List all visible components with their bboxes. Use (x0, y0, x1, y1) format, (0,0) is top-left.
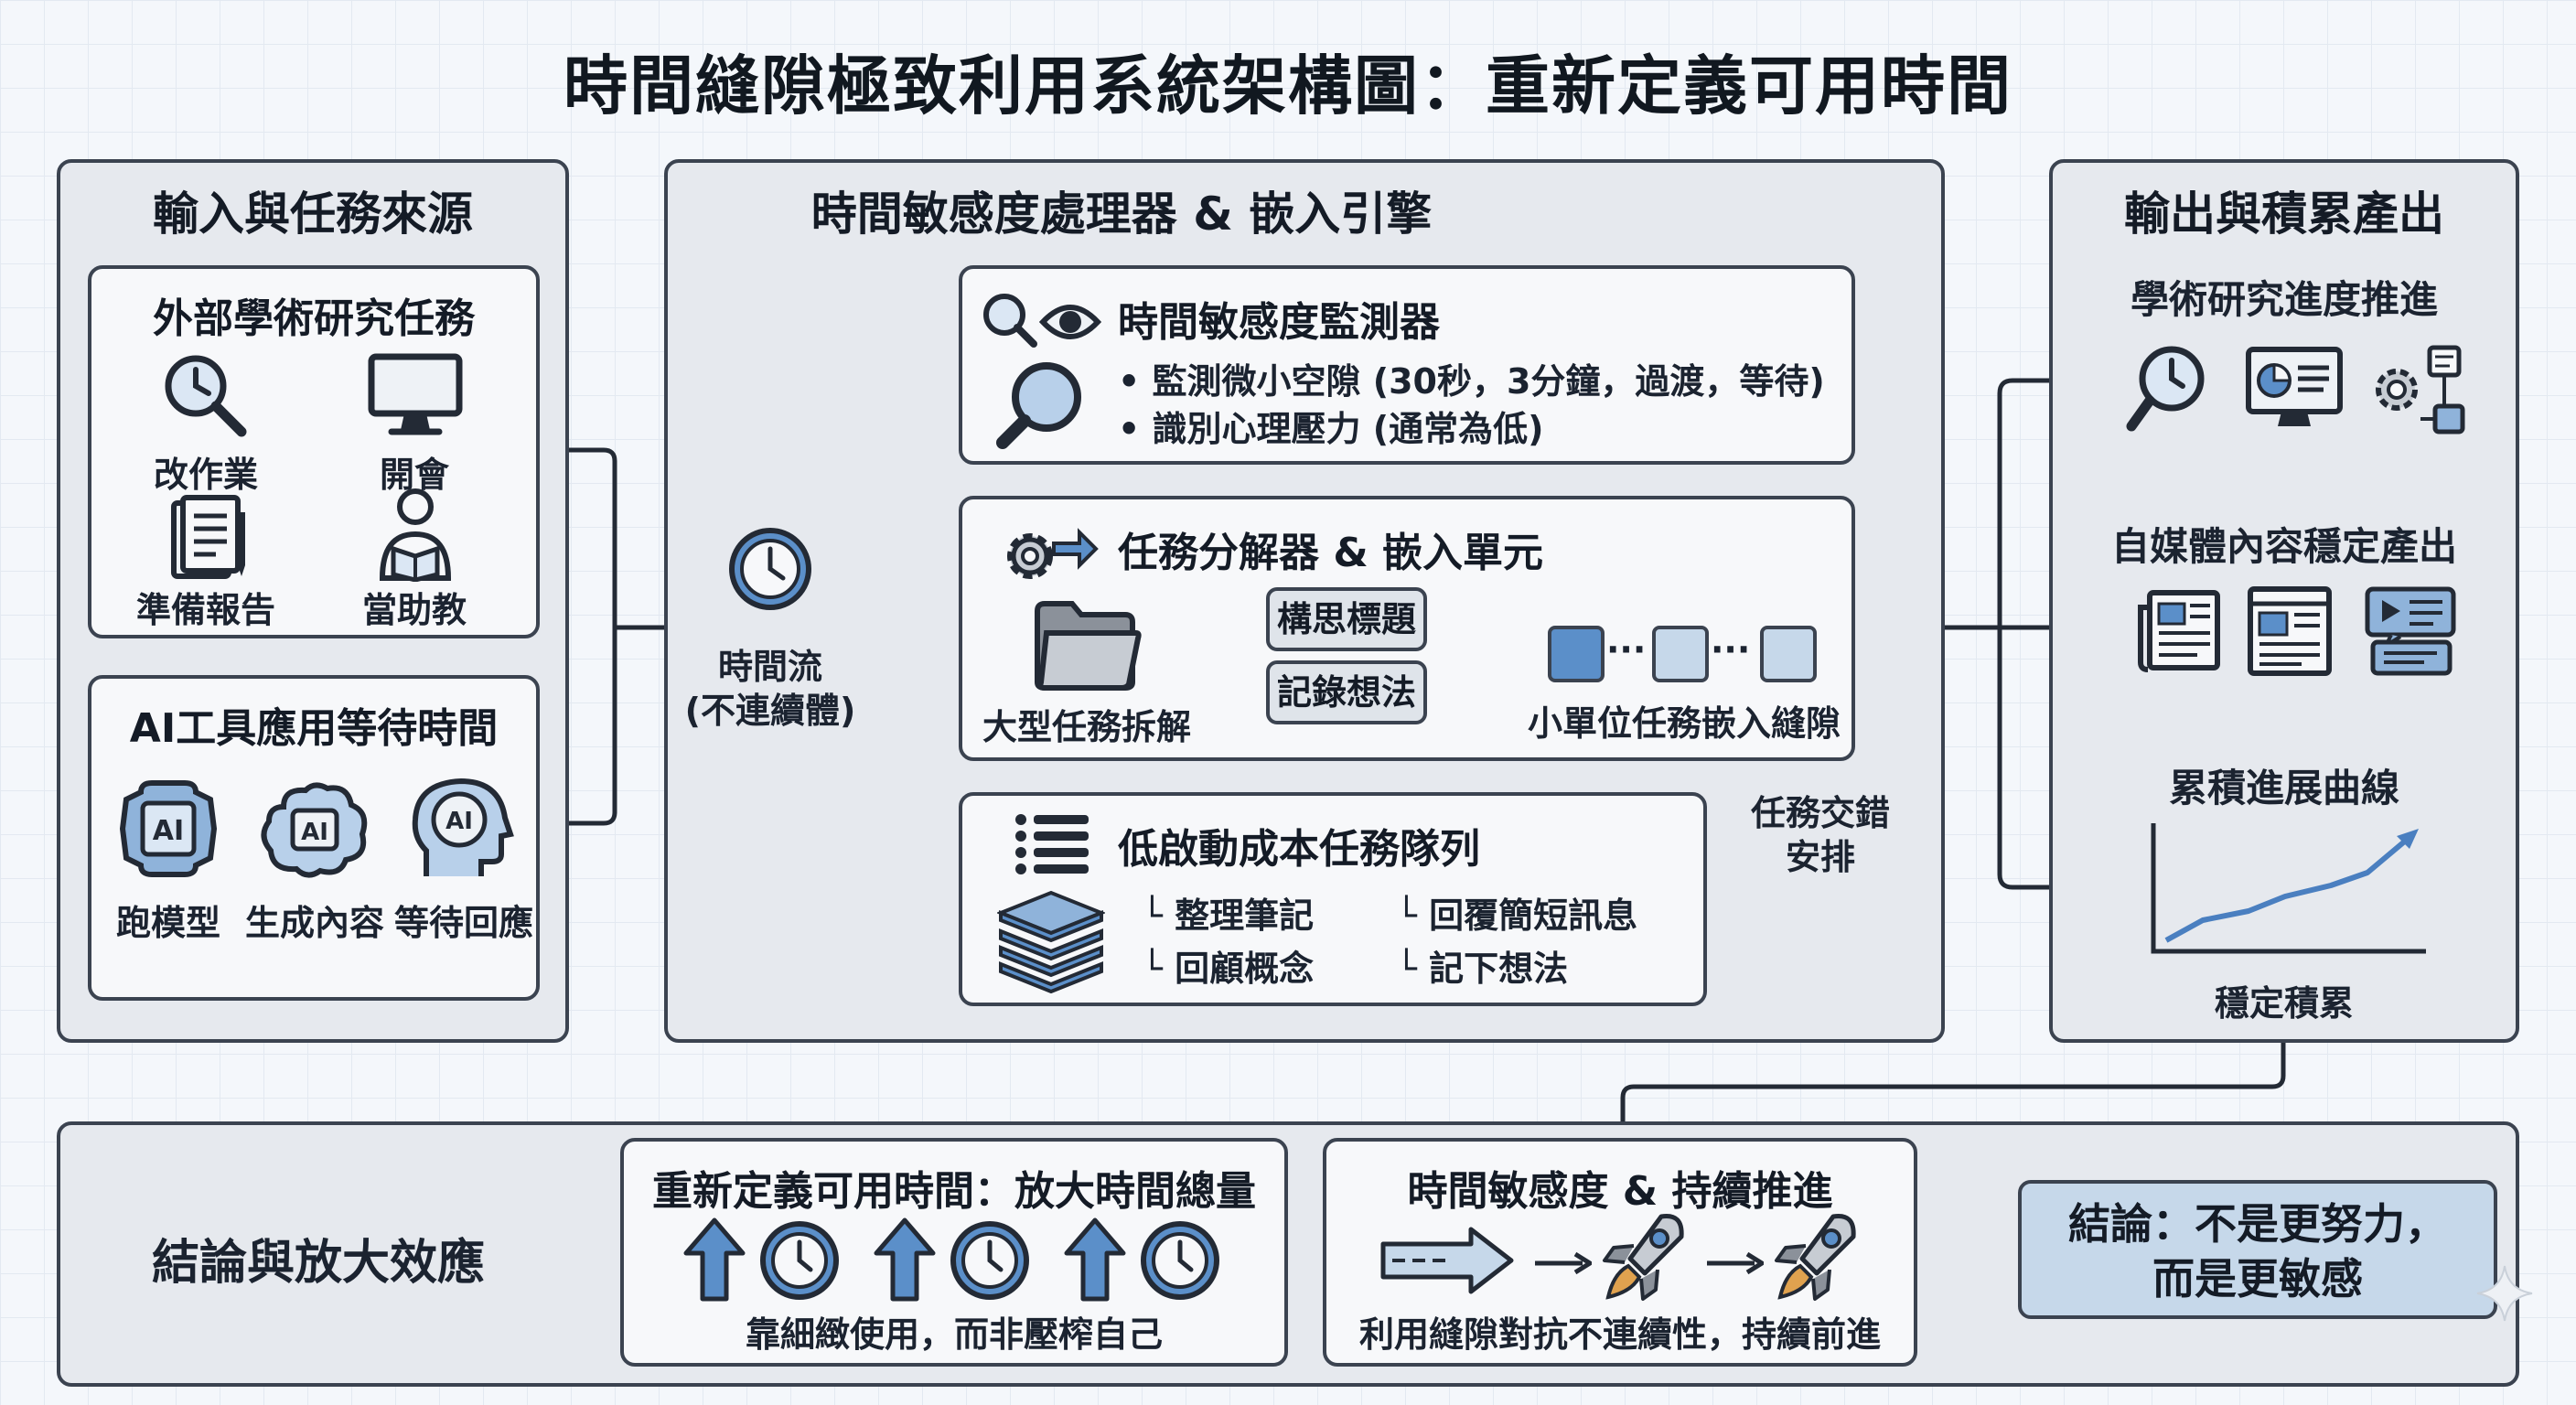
clock-icon-3 (1138, 1218, 1222, 1303)
queue-item-jot: └ 記下想法 (1396, 949, 1569, 989)
rocket-icon-2 (1769, 1209, 1861, 1306)
unit-square-3 (1760, 626, 1817, 682)
newspaper-icon (2137, 589, 2221, 673)
conclusion-box: 結論：不是更努力， 而是更敏感 (2018, 1180, 2497, 1319)
queue-item-review: └ 回顧概念 (1142, 949, 1315, 989)
folder-icon (1034, 598, 1142, 692)
output-curve-caption: 穩定積累 (2214, 983, 2354, 1024)
output-curve-title: 累積進展曲線 (2168, 766, 2399, 810)
queue-item-notes: └ 整理筆記 (1142, 896, 1315, 936)
document-icon (168, 494, 256, 582)
magnifier-clock-icon (159, 349, 251, 441)
clock-icon-2 (948, 1218, 1032, 1303)
ai-wait-card: AI工具應用等待時間 AI 跑模型 AI 生成內容 AI 等待回應 (88, 675, 540, 1001)
task-queue-card: 低啟動成本任務隊列 └ 整理筆記 └ 回覆簡短訊息 └ 回顧概念 └ 記下想法 (959, 792, 1707, 1006)
interleave-label: 任務交錯 (1750, 793, 1890, 833)
output-panel-title: 輸出與積累產出 (2124, 188, 2444, 241)
gear-flow-icon (2369, 342, 2470, 437)
search-eye-icon (979, 289, 1107, 353)
magnifier-icon (993, 357, 1089, 452)
dashboard-monitor-icon (2245, 346, 2344, 434)
unit-square-1 (1548, 626, 1605, 682)
sparkle-icon (2475, 1264, 2534, 1323)
engine-panel-title: 時間敏感度處理器 & 嵌入引擎 (810, 188, 1433, 241)
webpage-icon (2247, 585, 2333, 677)
task-tutor: 當助教 (361, 590, 467, 630)
queue-title: 低啟動成本任務隊列 (1118, 826, 1480, 873)
ai-brain-icon: AI (256, 779, 373, 882)
ai-await-response: 等待回應 (393, 903, 533, 943)
input-panel: 輸入與任務來源 外部學術研究任務 改作業 開會 準備報告 當助教 AI工具應用等… (57, 159, 569, 1043)
input-panel-title: 輸入與任務來源 (153, 188, 473, 241)
speed-arrow-icon (1379, 1224, 1517, 1297)
rocket-icon-1 (1597, 1209, 1689, 1306)
output-progress-label: 學術研究進度推進 (2130, 277, 2438, 322)
output-media-label: 自媒體內容穩定產出 (2110, 524, 2457, 569)
sensitivity-progress-title: 時間敏感度 & 持續推進 (1407, 1168, 1833, 1215)
output-panel: 輸出與積累產出 學術研究進度推進 自媒體內容穩定產出 累積進展曲線 穩定積累 (2049, 159, 2519, 1043)
step-title-pill: 構思標題 (1266, 587, 1427, 651)
arrow-up-icon-2 (873, 1217, 937, 1303)
decomposer-title: 任務分解器 & 嵌入單元 (1118, 530, 1544, 576)
queue-item-reply: └ 回覆簡短訊息 (1396, 896, 1638, 936)
search-clock-icon (2124, 342, 2212, 434)
tutor-icon (370, 487, 461, 582)
arrow-up-icon-1 (682, 1217, 746, 1303)
conclusion-panel-label: 結論與放大效應 (152, 1236, 486, 1291)
ai-wait-title: AI工具應用等待時間 (129, 705, 499, 752)
task-grading: 改作業 (153, 455, 258, 495)
task-report: 準備報告 (135, 590, 275, 630)
video-post-icon (2364, 585, 2459, 677)
ai-generate: 生成內容 (244, 903, 384, 943)
gear-arrow-icon (999, 516, 1100, 589)
arrow-right-icon-2 (1705, 1249, 1764, 1277)
sensitivity-monitor-card: 時間敏感度監測器 • 監測微小空隙 (30秒，3分鐘，過渡，等待) • 識別心理… (959, 265, 1855, 465)
ai-head-label: AI (445, 808, 473, 835)
academic-tasks-title: 外部學術研究任務 (153, 295, 475, 342)
arrow-up-icon-3 (1063, 1217, 1127, 1303)
ai-chip-icon: AI (113, 774, 223, 884)
ai-chip-label: AI (153, 815, 184, 847)
flow-label-sub: (不連續體) (684, 691, 856, 731)
ai-head-icon: AI (408, 774, 514, 884)
monitor-bullet-1: • 監測微小空隙 (30秒，3分鐘，過渡，等待) (1118, 361, 1825, 402)
ai-run-model: 跑模型 (115, 903, 220, 943)
layers-stack-icon (997, 887, 1105, 993)
clock-icon (726, 525, 814, 613)
clock-icon-1 (757, 1218, 842, 1303)
redefine-time-title: 重新定義可用時間：放大時間總量 (652, 1168, 1256, 1215)
big-task-label: 大型任務拆解 (982, 707, 1192, 747)
redefine-time-card: 重新定義可用時間：放大時間總量 靠細緻使用，而非壓榨自己 (620, 1138, 1288, 1367)
list-icon (1014, 812, 1090, 876)
arrow-right-icon-1 (1533, 1249, 1592, 1277)
conclusion-line-2: 而是更敏感 (2152, 1254, 2363, 1303)
conclusion-line-1: 結論：不是更努力， (2068, 1199, 2447, 1249)
monitor-title: 時間敏感度監測器 (1118, 299, 1440, 346)
unit-square-2 (1652, 626, 1709, 682)
sensitivity-progress-caption: 利用縫隙對抗不連續性，持續前進 (1358, 1314, 1881, 1355)
academic-tasks-card: 外部學術研究任務 改作業 開會 準備報告 當助教 (88, 265, 540, 638)
monitor-bullet-2: • 識別心理壓力 (通常為低) (1118, 409, 1544, 449)
progress-curve-chart (2151, 823, 2426, 954)
monitor-icon (368, 353, 463, 437)
step-ideas-pill: 記錄想法 (1266, 660, 1427, 724)
diagram-title: 時間縫隙極致利用系統架構圖：重新定義可用時間 (564, 48, 2012, 123)
small-units-label: 小單位任務嵌入縫隙 (1528, 703, 1841, 744)
flow-label: 時間流 (717, 647, 822, 687)
ai-brain-label: AI (301, 819, 328, 846)
sensitivity-progress-card: 時間敏感度 & 持續推進 利用縫隙對抗不連續性，持續前進 (1323, 1138, 1917, 1367)
interleave-label-sub: 安排 (1785, 837, 1855, 877)
unit-dots-1: ··· (1606, 629, 1647, 670)
redefine-time-caption: 靠細緻使用，而非壓榨自己 (745, 1314, 1163, 1355)
task-meeting: 開會 (379, 455, 449, 495)
unit-dots-2: ··· (1711, 629, 1751, 670)
